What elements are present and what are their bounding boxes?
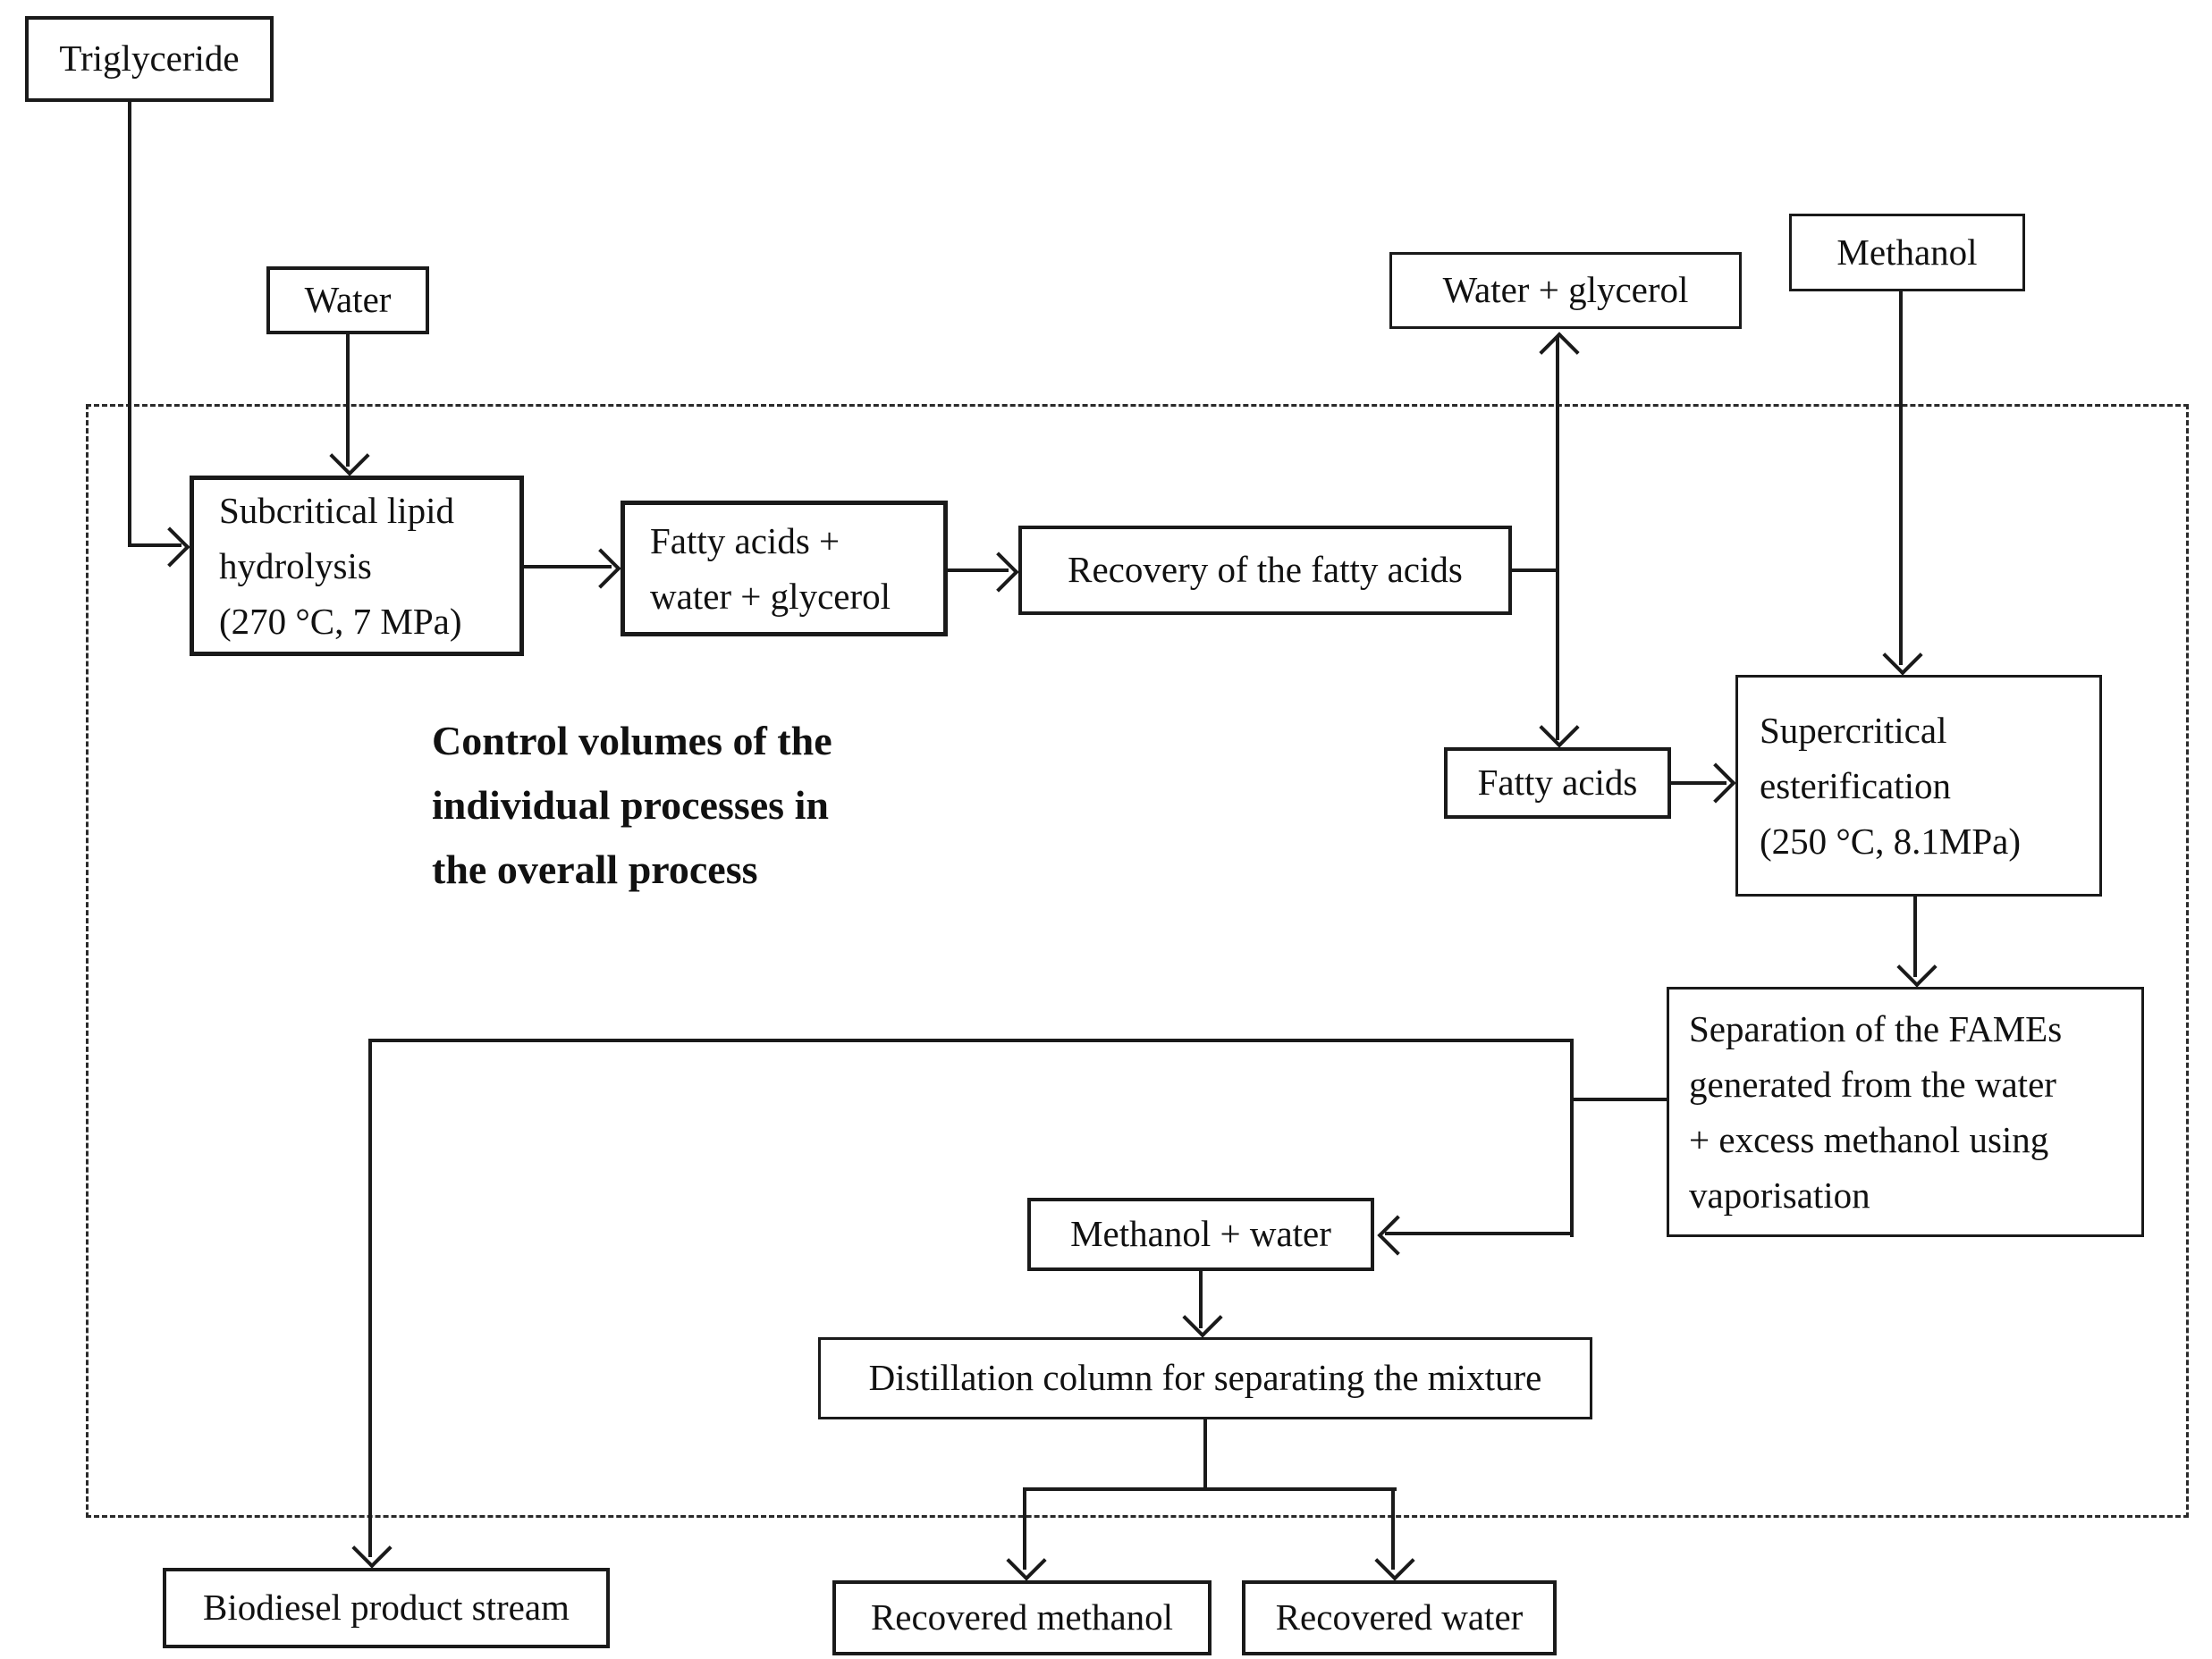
node-supercritical-esterification: Supercritical esterification (250 °C, 8.… (1735, 675, 2102, 897)
node-water-glycerol: Water + glycerol (1389, 252, 1742, 329)
caption-line: individual processes in (432, 782, 829, 828)
node-water: Water (266, 266, 429, 334)
node-subcritical-lipid-hydrolysis: Subcritical lipid hydrolysis (270 °C, 7 … (190, 476, 524, 656)
connector-to-biodiesel-vertical (368, 1039, 372, 1557)
node-fatty-acids-water-glycerol: Fatty acids + water + glycerol (621, 501, 948, 636)
connector-long-horizontal (368, 1039, 1574, 1042)
node-methanol-water: Methanol + water (1027, 1198, 1374, 1271)
node-text-line: vaporisation (1689, 1175, 1870, 1216)
connector-mixture-to-recovery (946, 568, 1009, 572)
connector-waterglycerol-fattyacids-vertical (1556, 336, 1559, 740)
connector-esterification-to-separation (1913, 895, 1917, 977)
connector-methanol-to-esterification (1899, 290, 1903, 665)
node-recovery-of-fatty-acids: Recovery of the fatty acids (1018, 526, 1512, 615)
node-text-line: Separation of the FAMEs (1689, 1008, 2063, 1049)
node-fatty-acids: Fatty acids (1444, 747, 1671, 819)
connector-triglyceride-vertical (128, 100, 131, 547)
node-text-line: (270 °C, 7 MPa) (219, 601, 462, 642)
connector-hydrolysis-to-mixture (522, 565, 612, 568)
connector-to-recovered-methanol (1023, 1487, 1026, 1570)
node-triglyceride: Triglyceride (25, 16, 274, 102)
connector-triglyceride-horizontal (128, 543, 182, 547)
connector-fattyacids-to-esterification (1669, 781, 1727, 785)
node-biodiesel-product-stream: Biodiesel product stream (163, 1568, 610, 1648)
node-text-line: + excess methanol using (1689, 1119, 2049, 1160)
connector-methanolwater-to-distillation (1199, 1269, 1203, 1328)
node-text-line: generated from the water (1689, 1064, 2056, 1105)
caption-line: the overall process (432, 846, 758, 892)
control-volume-boundary (86, 404, 2189, 1518)
node-methanol: Methanol (1789, 214, 2025, 291)
node-recovered-methanol: Recovered methanol (832, 1580, 1212, 1655)
connector-recovery-to-junction (1510, 568, 1558, 572)
diagram-caption: Control volumes of the individual proces… (432, 709, 933, 902)
arrowhead-into-biodiesel-icon (351, 1528, 393, 1569)
connector-separation-stub (1570, 1098, 1668, 1101)
node-text-line: esterification (1760, 765, 1952, 806)
node-distillation-column: Distillation column for separating the m… (818, 1337, 1592, 1419)
connector-water-to-hydrolysis (346, 333, 350, 467)
connector-to-recovered-water (1391, 1487, 1395, 1570)
node-text-line: Supercritical (1760, 710, 1947, 751)
connector-split-horizontal (1023, 1487, 1397, 1491)
node-text-line: Fatty acids + (650, 520, 840, 561)
node-text-line: Subcritical lipid (219, 490, 455, 531)
node-recovered-water: Recovered water (1242, 1580, 1557, 1655)
connector-distillation-down (1203, 1418, 1207, 1491)
node-text-line: hydrolysis (219, 545, 372, 586)
arrowhead-into-waterglycerol-icon (1539, 332, 1580, 373)
caption-line: Control volumes of the (432, 718, 832, 763)
node-text-line: (250 °C, 8.1MPa) (1760, 821, 2022, 862)
arrowhead-into-recovered-water-icon (1374, 1540, 1415, 1581)
node-text-line: water + glycerol (650, 576, 891, 617)
arrowhead-into-recovered-methanol-icon (1006, 1540, 1047, 1581)
connector-to-methanol-water (1385, 1232, 1573, 1235)
node-separation-of-fames: Separation of the FAMEs generated from t… (1667, 987, 2144, 1237)
connector-mid-vertical (1570, 1039, 1574, 1237)
